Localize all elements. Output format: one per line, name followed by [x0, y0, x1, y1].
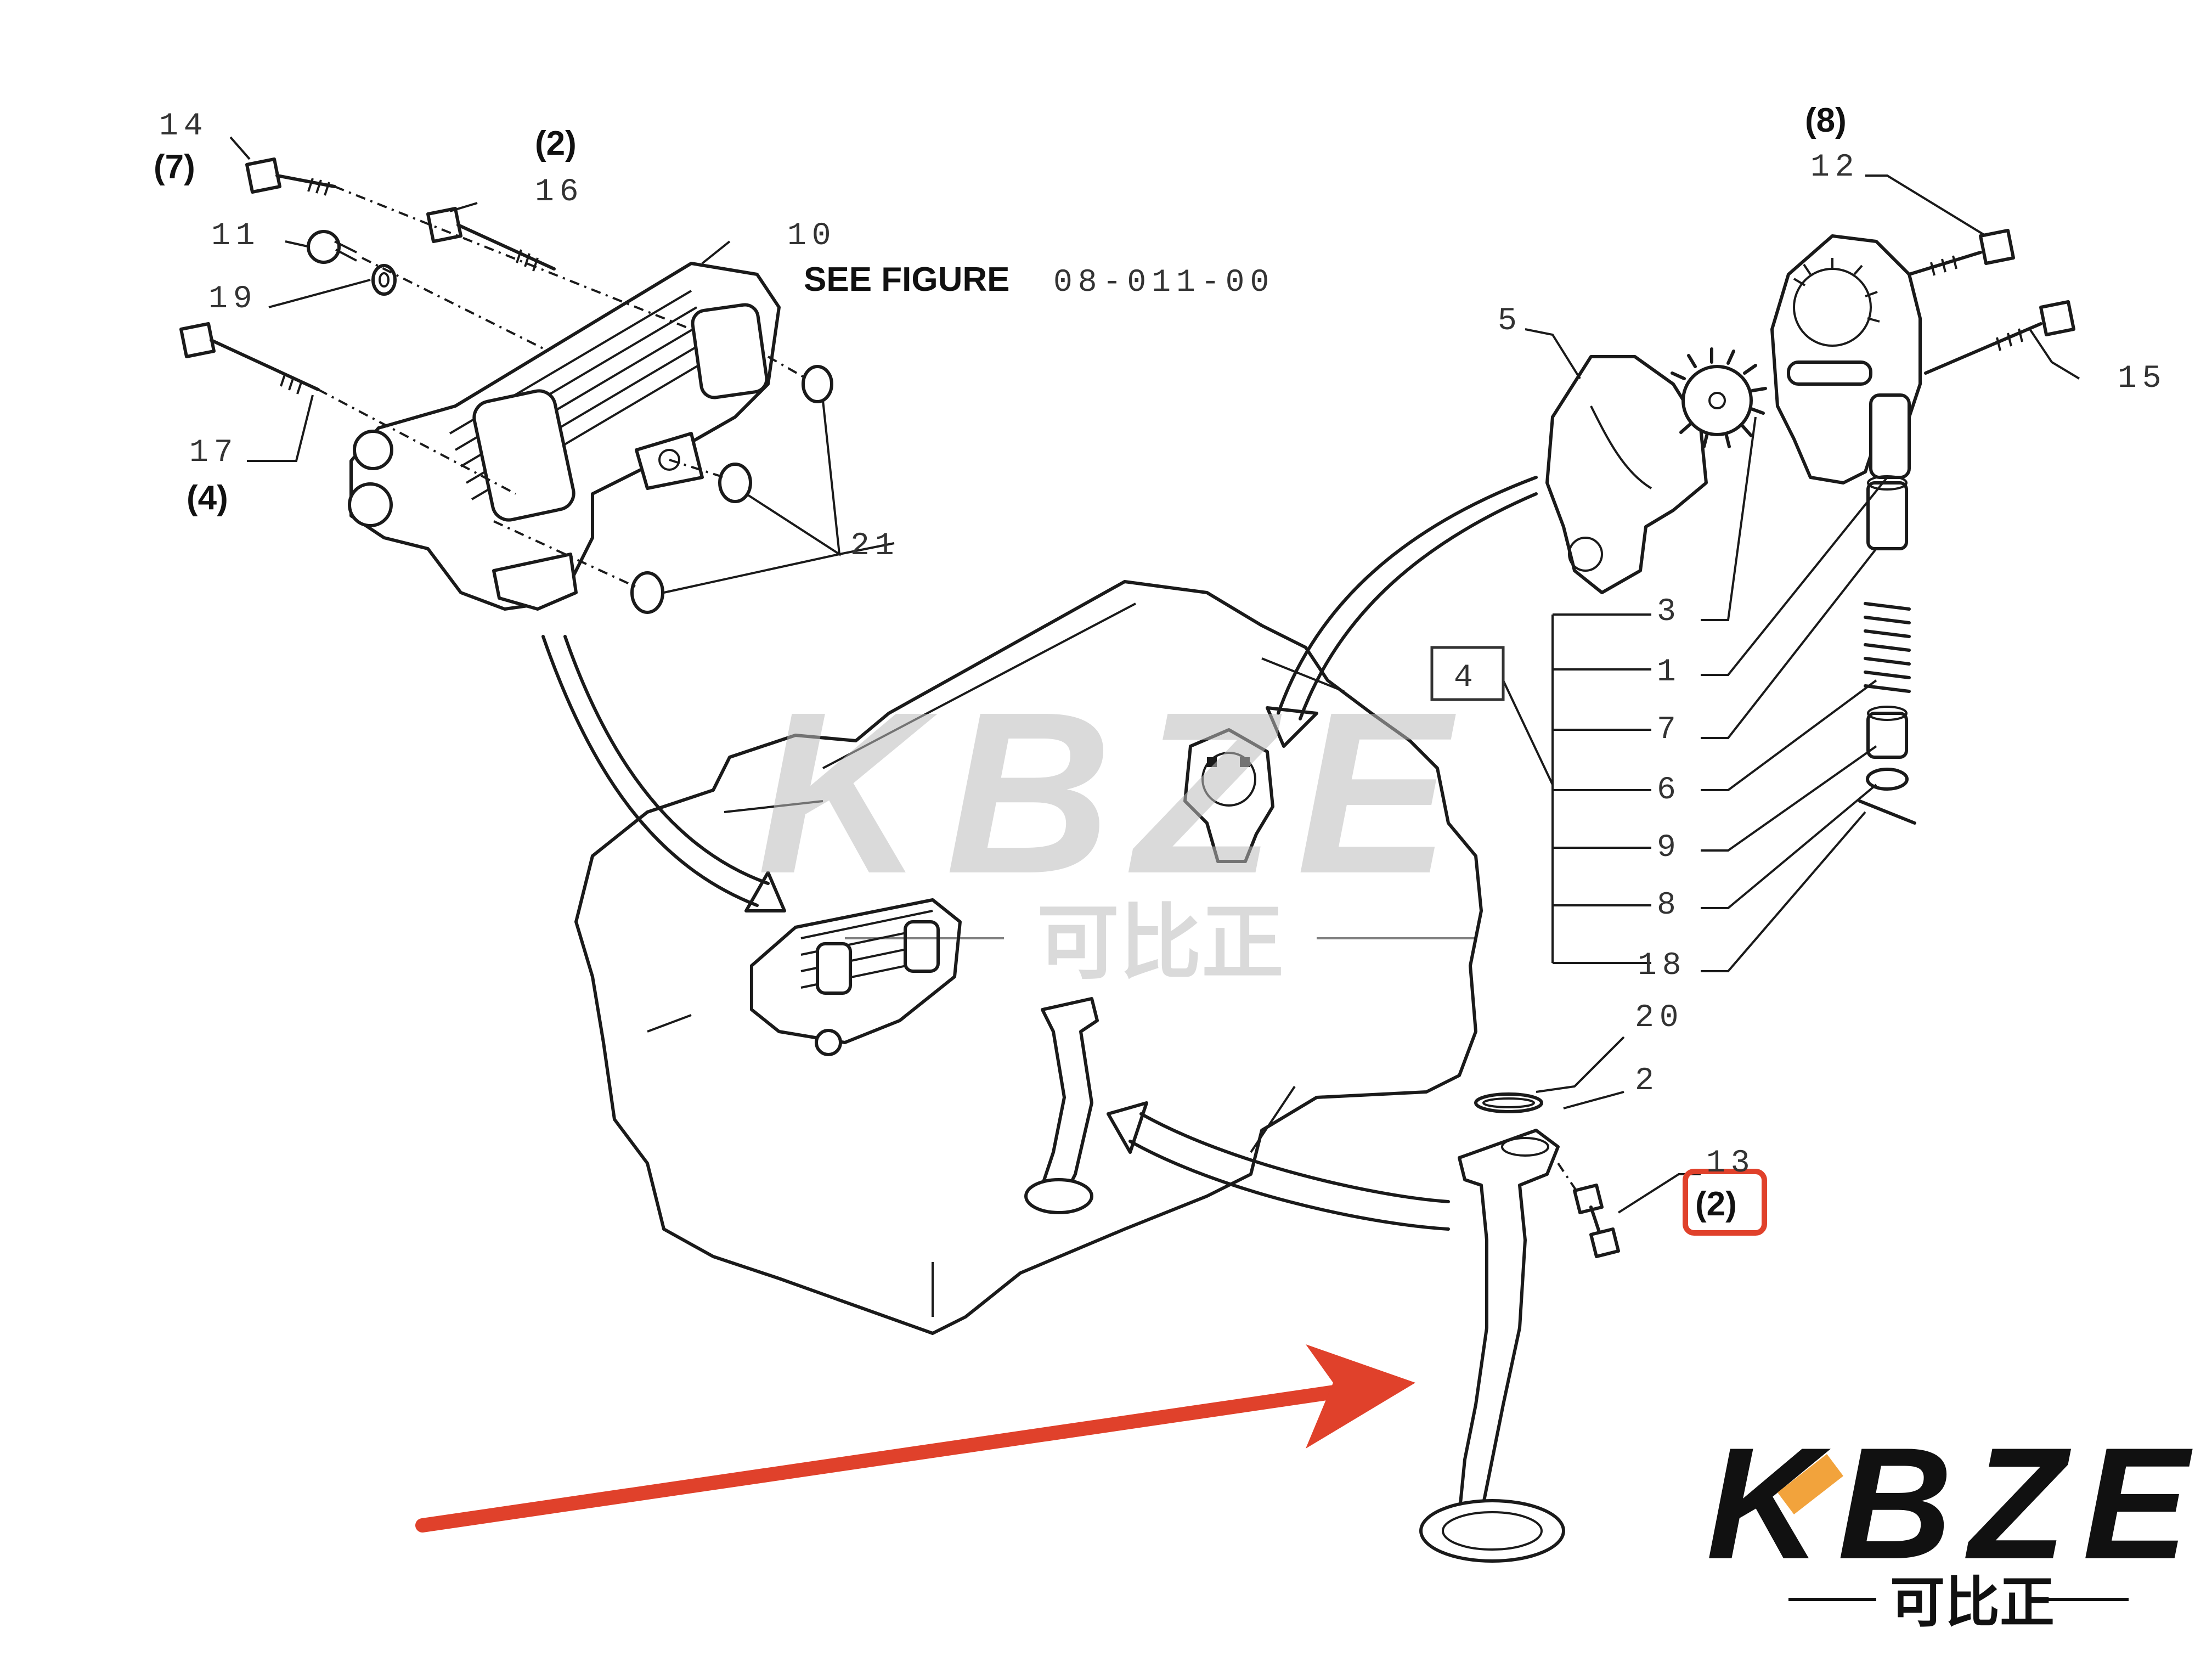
- figure-code: 08-011-00: [1053, 265, 1274, 301]
- cooler-dash-lines: [318, 185, 807, 588]
- label-2: 2: [1635, 1063, 1660, 1099]
- pump-gear: [1671, 347, 1767, 448]
- logo-accent: [1778, 1454, 1843, 1514]
- relief-valve-stack: [1858, 475, 1916, 825]
- label-qty-4: (4): [187, 479, 228, 517]
- pump-housing: [1770, 234, 1922, 484]
- suction-pipe-on-engine: [1024, 997, 1099, 1214]
- cooler-leader-lines: [229, 136, 895, 594]
- kbze-logo: KBZE 可比正: [1706, 1415, 2205, 1633]
- logo-chinese: 可比正: [1890, 1572, 2055, 1633]
- highlight-box: [1683, 1169, 1767, 1236]
- label-box-4: [1430, 646, 1505, 701]
- label-10: 10: [787, 218, 837, 254]
- engine-outline: [574, 580, 1483, 1335]
- label-11: 11: [211, 218, 261, 254]
- label-box-4-text: 4: [1454, 660, 1479, 696]
- label-9: 9: [1657, 830, 1681, 866]
- label-6: 6: [1657, 773, 1681, 808]
- label-1: 1: [1657, 655, 1681, 690]
- o-rings-21: [630, 365, 833, 614]
- o-ring-20: [1474, 1092, 1543, 1113]
- plug-11: [307, 230, 357, 264]
- label-20: 20: [1635, 1000, 1684, 1036]
- highlight-arrow: [415, 1344, 1415, 1533]
- watermark-chinese: 可比正: [1037, 897, 1284, 989]
- part-labels: 14 (7) (2) 16 11 10 19 17 (4) 21 SEE FIG…: [154, 102, 2167, 1223]
- suction-pipe-2: [1419, 1129, 1565, 1563]
- oil-cooler-assembly: [348, 262, 781, 611]
- oil-pump-on-engine: [1183, 728, 1274, 863]
- watermark: KBZE 可比正: [757, 664, 1476, 989]
- label-5: 5: [1498, 303, 1522, 339]
- label-3: 3: [1657, 594, 1681, 630]
- label-12: 12: [1810, 150, 1860, 185]
- label-13: 13: [1706, 1146, 1756, 1181]
- label-qty-7: (7): [154, 148, 195, 186]
- spring-6: [1864, 602, 1911, 693]
- bolt-16: [426, 207, 556, 272]
- label-8: 8: [1657, 888, 1681, 923]
- suction-leader-lines: [1536, 1036, 1701, 1214]
- watermark-brand: KBZE: [757, 664, 1472, 922]
- label-19: 19: [208, 281, 258, 317]
- bolt-12: [1908, 229, 2015, 276]
- pump-leader-lines: [1502, 174, 2080, 972]
- label-qty-8: (8): [1805, 102, 1847, 139]
- oil-cooler-on-engine: [750, 898, 962, 1056]
- label-7: 7: [1657, 712, 1681, 748]
- bolt-13: [1557, 1162, 1620, 1258]
- logo-brand: KBZE: [1706, 1415, 2205, 1592]
- label-17: 17: [189, 435, 239, 471]
- pump-gasket-5: [1545, 355, 1708, 594]
- flow-arrows: [541, 476, 1538, 1231]
- label-qty-2-top: (2): [535, 125, 577, 162]
- bolt-17: [179, 322, 320, 395]
- bolt-15: [1924, 300, 2075, 375]
- label-15: 15: [2118, 361, 2167, 397]
- label-qty-2-highlight: (2): [1695, 1185, 1737, 1223]
- label-18: 18: [1638, 948, 1687, 984]
- bolt-14: [245, 157, 336, 196]
- label-16: 16: [535, 174, 584, 210]
- see-figure-text: SEE FIGURE: [804, 261, 1010, 298]
- label-21: 21: [850, 528, 900, 564]
- label-14: 14: [159, 109, 208, 144]
